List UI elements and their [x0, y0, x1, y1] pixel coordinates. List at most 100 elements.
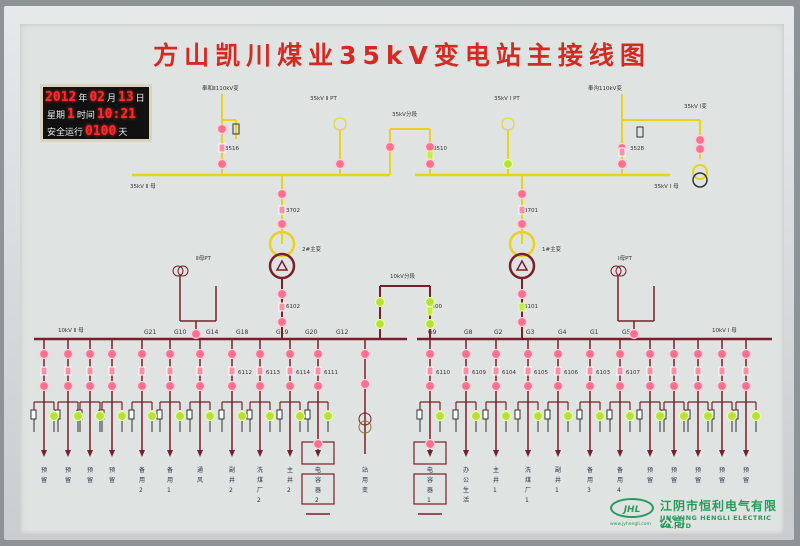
- feeder-name: 备: [617, 466, 623, 474]
- label-sw-6100: 6100: [428, 304, 442, 310]
- feeder-name: 用: [139, 477, 145, 484]
- feeder-switch-label: 6114: [296, 370, 310, 376]
- led-indicator-on: [194, 348, 206, 360]
- feeder-name: 活: [463, 496, 469, 504]
- feeder-name: 1: [167, 487, 171, 494]
- led-indicator-on: [226, 348, 238, 360]
- led-indicator-on: [284, 380, 296, 392]
- feeder-name: 留: [695, 476, 701, 484]
- feeder-name: 风: [197, 477, 203, 484]
- led-indicator-on: [334, 158, 346, 170]
- feeder-name: 副: [555, 466, 561, 474]
- led-clock-display: 2012 年 02 月 13 日 星期 1 时间 10:21 安全运行 0100…: [40, 84, 152, 142]
- feeder-name: 主: [493, 466, 499, 474]
- breaker-icon: [166, 366, 174, 376]
- bus-section-label: G8: [464, 329, 473, 336]
- safe-days: 0100: [85, 124, 117, 139]
- arrester-icon: [276, 409, 283, 420]
- feeder-name: 副: [229, 466, 235, 474]
- arrow-down-icon: [229, 450, 235, 457]
- feeder-name: 用: [362, 477, 368, 484]
- led-indicator-on: [460, 380, 472, 392]
- led-indicator-on: [552, 380, 564, 392]
- ground-switch-indicator: [532, 410, 544, 422]
- arrow-down-icon: [719, 450, 725, 457]
- led-indicator-off: [374, 318, 386, 330]
- time-label: 时间: [76, 111, 95, 121]
- feeder-switch-label: 6110: [436, 370, 450, 376]
- led-indicator-on: [38, 380, 50, 392]
- feeder-name: 3: [587, 487, 591, 494]
- feeder-name: 电: [315, 466, 321, 474]
- arrester-icon: [452, 409, 459, 420]
- feeder-name: 煤: [525, 476, 531, 484]
- ground-switch-indicator: [48, 410, 60, 422]
- led-indicator-on: [614, 380, 626, 392]
- feeder-name: 站: [362, 466, 368, 474]
- label-pt-i: 35kV Ⅰ PT: [494, 96, 520, 102]
- feeder-name: 井: [493, 476, 499, 484]
- arrester-icon: [186, 409, 193, 420]
- feeder-name: 预: [695, 466, 701, 474]
- breaker-icon: [524, 366, 532, 376]
- label-35kv-bus-ii: 35kV Ⅱ 母: [130, 183, 156, 190]
- feeder-name: 预: [671, 466, 677, 474]
- pt-bus-i-icon: [615, 265, 627, 277]
- label-pt-ii: 35kV Ⅱ PT: [310, 96, 337, 102]
- feeder-name: 2: [229, 487, 233, 494]
- feeder-name: 2: [315, 497, 319, 504]
- clock-year: 2012: [45, 90, 77, 105]
- label-bus-tie: 35kV分段: [392, 110, 417, 118]
- feeder-switch-label: 6113: [266, 370, 280, 376]
- led-indicator-on: [668, 348, 680, 360]
- arrow-down-icon: [197, 450, 203, 457]
- feeder-name: 留: [719, 476, 725, 484]
- led-indicator-on: [516, 218, 528, 230]
- breaker-icon: [492, 366, 500, 376]
- arrow-down-icon: [167, 450, 173, 457]
- arrester-icon: [30, 409, 37, 420]
- breaker-icon: [554, 366, 562, 376]
- capacitor-bank-1-reactor-icon: [413, 473, 447, 505]
- led-indicator-on: [424, 158, 436, 170]
- led-indicator-on: [614, 348, 626, 360]
- feeder-name: 用: [617, 477, 623, 484]
- ground-switch-indicator: [204, 410, 216, 422]
- feeder-name: 预: [743, 466, 749, 474]
- led-indicator-on: [694, 134, 706, 146]
- breaker-icon: [646, 366, 654, 376]
- feeder-name: 井: [555, 476, 561, 484]
- arrester-icon: [232, 123, 240, 135]
- feeder-name: 用: [167, 477, 173, 484]
- feeder-name: 生: [463, 486, 469, 494]
- ground-switch-indicator: [72, 410, 84, 422]
- led-indicator-on: [62, 348, 74, 360]
- arrow-down-icon: [647, 450, 653, 457]
- led-indicator-on: [740, 380, 752, 392]
- year-unit: 年: [78, 94, 88, 104]
- led-indicator-on: [522, 348, 534, 360]
- led-indicator-on: [164, 348, 176, 360]
- breaker-icon: [278, 302, 286, 312]
- feeder-name: 办: [463, 466, 469, 474]
- arrester-icon: [218, 409, 225, 420]
- transformer-hv-winding-t1: [508, 230, 536, 258]
- feeder-switch-label: 6104: [502, 370, 516, 376]
- led-indicator-on: [84, 348, 96, 360]
- feeder-name: 1: [525, 497, 529, 504]
- led-indicator-on: [136, 348, 148, 360]
- month-unit: 月: [106, 94, 116, 104]
- led-indicator-on: [460, 348, 472, 360]
- logo-mark: JHL: [610, 498, 654, 518]
- breaker-icon: [286, 366, 294, 376]
- label-line-i: 奉沟110kV变: [588, 84, 622, 92]
- feeder-name: 变: [362, 486, 368, 494]
- feeder-name: 预: [65, 466, 71, 474]
- led-indicator-on: [490, 380, 502, 392]
- led-indicator-on: [190, 328, 202, 340]
- arrester-icon: [606, 409, 613, 420]
- day-unit: 日: [135, 94, 145, 104]
- breaker-3510: [426, 150, 434, 160]
- arrow-down-icon: [427, 450, 433, 457]
- led-indicator-on: [584, 380, 596, 392]
